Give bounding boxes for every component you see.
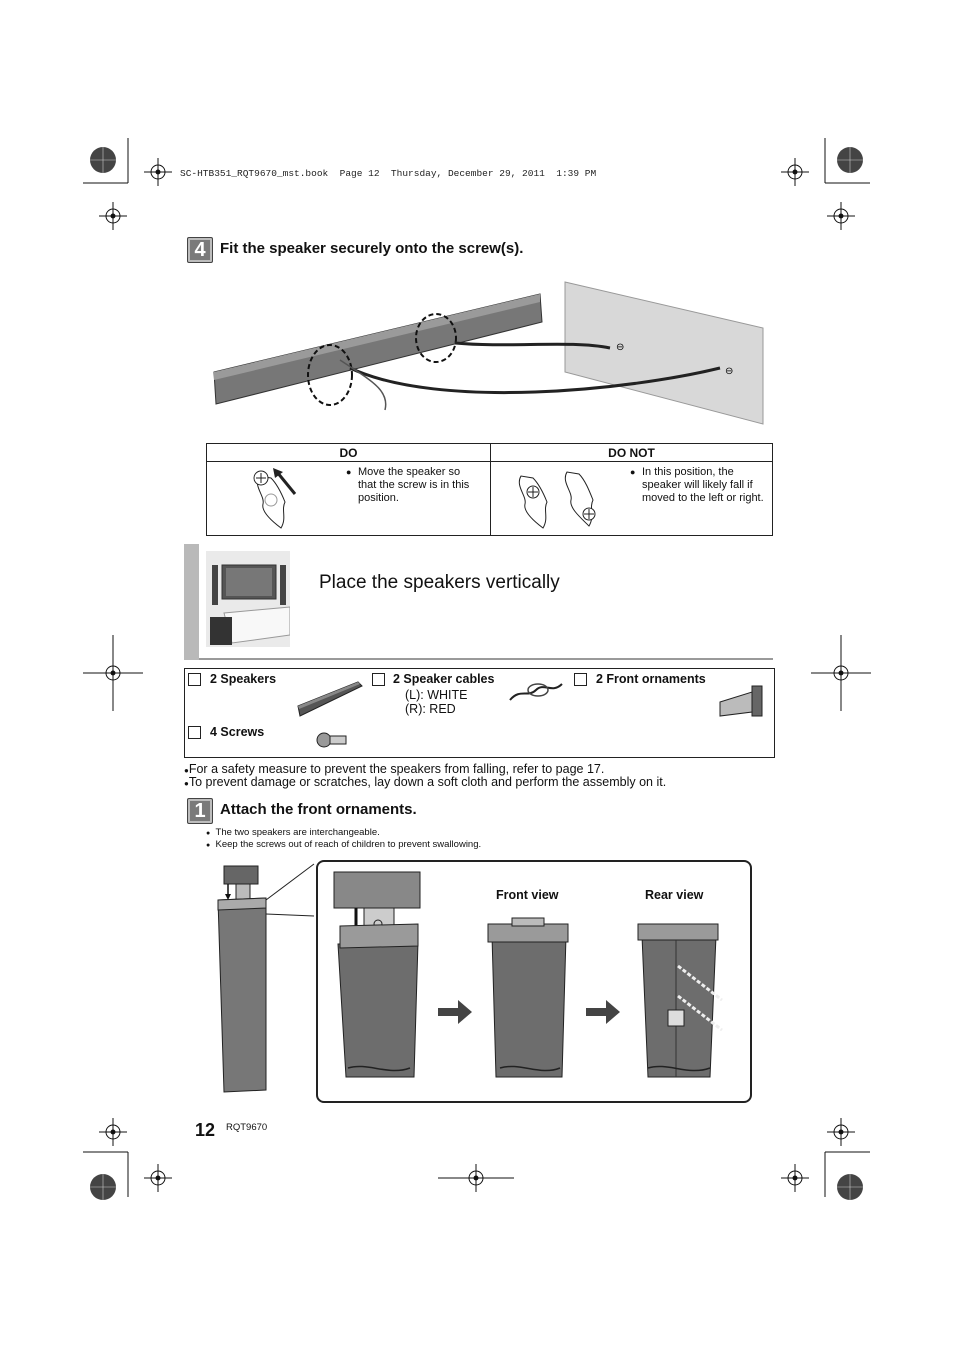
parts-box [184,668,775,758]
cable-icon [509,683,563,701]
screw-icon [316,732,347,748]
screws-checkbox [188,726,201,739]
assembly-views-illustration [333,871,723,1078]
note-screws-children: ● Keep the screws out of reach of childr… [206,839,482,850]
tall-speaker-illustration [217,863,315,1093]
incorrect-position-icon [518,471,596,529]
page-number: 12 [195,1120,216,1140]
ornaments-label: 2 Front ornaments [596,672,706,686]
document-code: RQT9670 [226,1122,268,1133]
dont-note: ● In this position, the speaker will lik… [630,466,764,504]
print-header: SC-HTB351_RQT9670_mst.book Page 12 Thurs… [180,168,597,179]
dont-cell: ● In this position, the speaker will lik… [490,461,773,536]
front-view-label: Front view [496,888,559,902]
bullet-dot: ● [630,467,636,477]
do-cell: ● Move the speaker so that the screw is … [206,461,491,536]
do-note: ● Move the speaker so that the screw is … [346,466,470,504]
section-rule [199,658,773,660]
cable-left-label: (L): WHITE [405,688,468,702]
step-4-badge: 4 [187,237,213,263]
section-title: Place the speakers vertically [319,572,560,593]
speaker-icon [297,681,363,717]
correct-position-icon [253,468,297,529]
soundbar-wall-illustration: ⊖ ⊖ [213,281,764,425]
section-band [184,544,199,660]
dont-header: DO NOT [490,443,773,462]
step-1-badge: 1 [187,798,213,824]
do-dont-table: DO DO NOT ● Move the speaker so that the… [206,443,773,536]
speakers-checkbox [188,673,201,686]
speakers-label: 2 Speakers [210,672,277,686]
ornaments-checkbox [574,673,587,686]
bullet-soft-cloth: ●To prevent damage or scratches, lay dow… [184,775,667,789]
screws-label: 4 Screws [210,725,265,739]
front-ornament-icon [719,685,763,717]
bullet-safety: ●For a safety measure to prevent the spe… [184,762,605,776]
cable-right-label: (R): RED [405,702,456,716]
cables-checkbox [372,673,385,686]
bullet-dot: ● [184,779,189,788]
step-4-title: Fit the speaker securely onto the screw(… [220,240,524,257]
bullet-dot: ● [206,830,211,837]
svg-text:⊖: ⊖ [725,366,733,377]
svg-text:⊖: ⊖ [616,342,624,353]
bullet-dot: ● [206,842,211,849]
step-1-title: Attach the front ornaments. [220,801,417,818]
cables-label: 2 Speaker cables [393,672,495,686]
rear-view-label: Rear view [645,888,704,902]
bullet-dot: ● [346,467,352,477]
bullet-dot: ● [184,766,189,775]
do-header: DO [206,443,491,462]
note-interchangeable: ● The two speakers are interchangeable. [206,827,380,838]
living-room-thumbnail [206,551,290,647]
